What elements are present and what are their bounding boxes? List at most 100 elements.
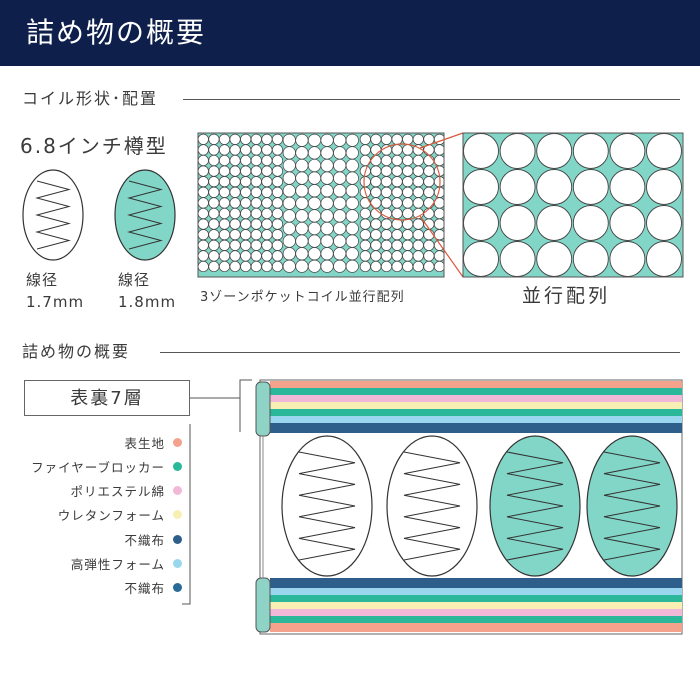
grid-coil [370,165,382,177]
grid-coil [282,247,296,261]
parallel-coil [609,241,646,277]
grid-coil [240,207,252,220]
grid-coil [423,165,435,177]
grid-coil [345,247,359,261]
coil-2-spring [127,180,163,250]
grid-coil [433,144,444,156]
grid-coil [229,229,241,241]
grid-coil [250,186,262,198]
grid-coil [198,260,209,273]
grid-coil [345,184,359,198]
grid-coil [423,197,435,209]
grid-coil [402,229,414,241]
grid-coil [261,218,273,230]
grid-coil [307,196,322,210]
grid-coil [345,234,359,248]
grid-coil [380,133,393,145]
section-coil-heading: コイル形状･配置 [22,89,159,108]
grid-coil [391,207,403,220]
grid-coil [271,260,284,273]
grid-coil [295,184,309,198]
parallel-coil [536,241,573,277]
coil-2-wire-value: 1.8mm [118,293,177,311]
grid-coil [380,229,393,241]
mattress-layer [270,416,682,423]
grid-coil [271,250,284,262]
legend-item: ウレタンフォーム [58,504,182,524]
grid-coil [391,186,403,198]
mattress-layer [270,602,682,609]
coil-side-views [22,169,176,261]
grid-coil [250,218,262,230]
grid-coil [250,176,262,188]
grid-coil [295,259,309,273]
grid-coil [261,144,273,156]
grid-coil [295,234,309,248]
grid-coil [412,197,424,209]
grid-coil [423,154,435,167]
grid-coil [218,250,231,262]
grid-coil [250,197,262,209]
grid-coil [380,239,393,251]
grid-coil [198,165,209,177]
grid-coil [345,133,359,147]
grid-coil [229,239,241,251]
grid-coil [198,239,209,251]
grid-coil [391,165,403,177]
parallel-coil [463,241,499,277]
parallel-coil [499,205,536,241]
grid-coil [320,209,334,223]
grid-coil [271,144,284,156]
parallel-coil [572,169,609,205]
grid-coil [229,144,241,156]
grid-coil [208,154,220,167]
grid-coil [250,207,262,220]
grid-coil [402,176,414,188]
grid-coil [250,165,262,177]
grid-coil [402,144,414,156]
grid-coil [380,260,393,273]
legend-item: 不織布 [124,529,182,549]
grid-coil [320,133,334,147]
parallel-coil [463,169,499,205]
grid-coil [423,250,435,262]
grid-coil [250,250,262,262]
parallel-coil [572,241,609,277]
grid-coil [412,218,424,230]
grid-coil [333,259,347,273]
grid-coil [271,197,284,209]
grid-coil [307,221,322,236]
parallel-coil [646,205,682,241]
grid-coil [261,165,273,177]
grid-coil [423,133,435,145]
mattress-layer [270,616,682,623]
grid-coil [250,144,262,156]
coil-1-shell [22,169,84,261]
grid-coil [391,133,403,145]
grid-coil [229,207,241,220]
grid-coil [320,259,334,273]
grid-coil [229,260,241,273]
grid-coil [240,197,252,209]
parallel-coil [646,241,682,277]
grid-coil [218,229,231,241]
grid-coil [433,260,444,273]
grid-coil [250,133,262,145]
legend-dot [173,485,182,495]
grid-coil [391,229,403,241]
parallel-background [462,132,684,278]
grid-coil [271,229,284,241]
mattress-cross-section [255,379,683,635]
grid-coil [370,154,382,167]
grid-coil [282,209,296,223]
grid-coil [198,207,209,220]
grid-coil [333,221,347,236]
grid-coil [345,146,359,160]
grid-coil [391,154,403,167]
parallel-coil [646,133,682,169]
layers-bracket [182,379,252,605]
legend-dot [173,461,182,471]
grid-coil [402,165,414,177]
top-layers [270,381,682,433]
grid-coil [402,154,414,167]
